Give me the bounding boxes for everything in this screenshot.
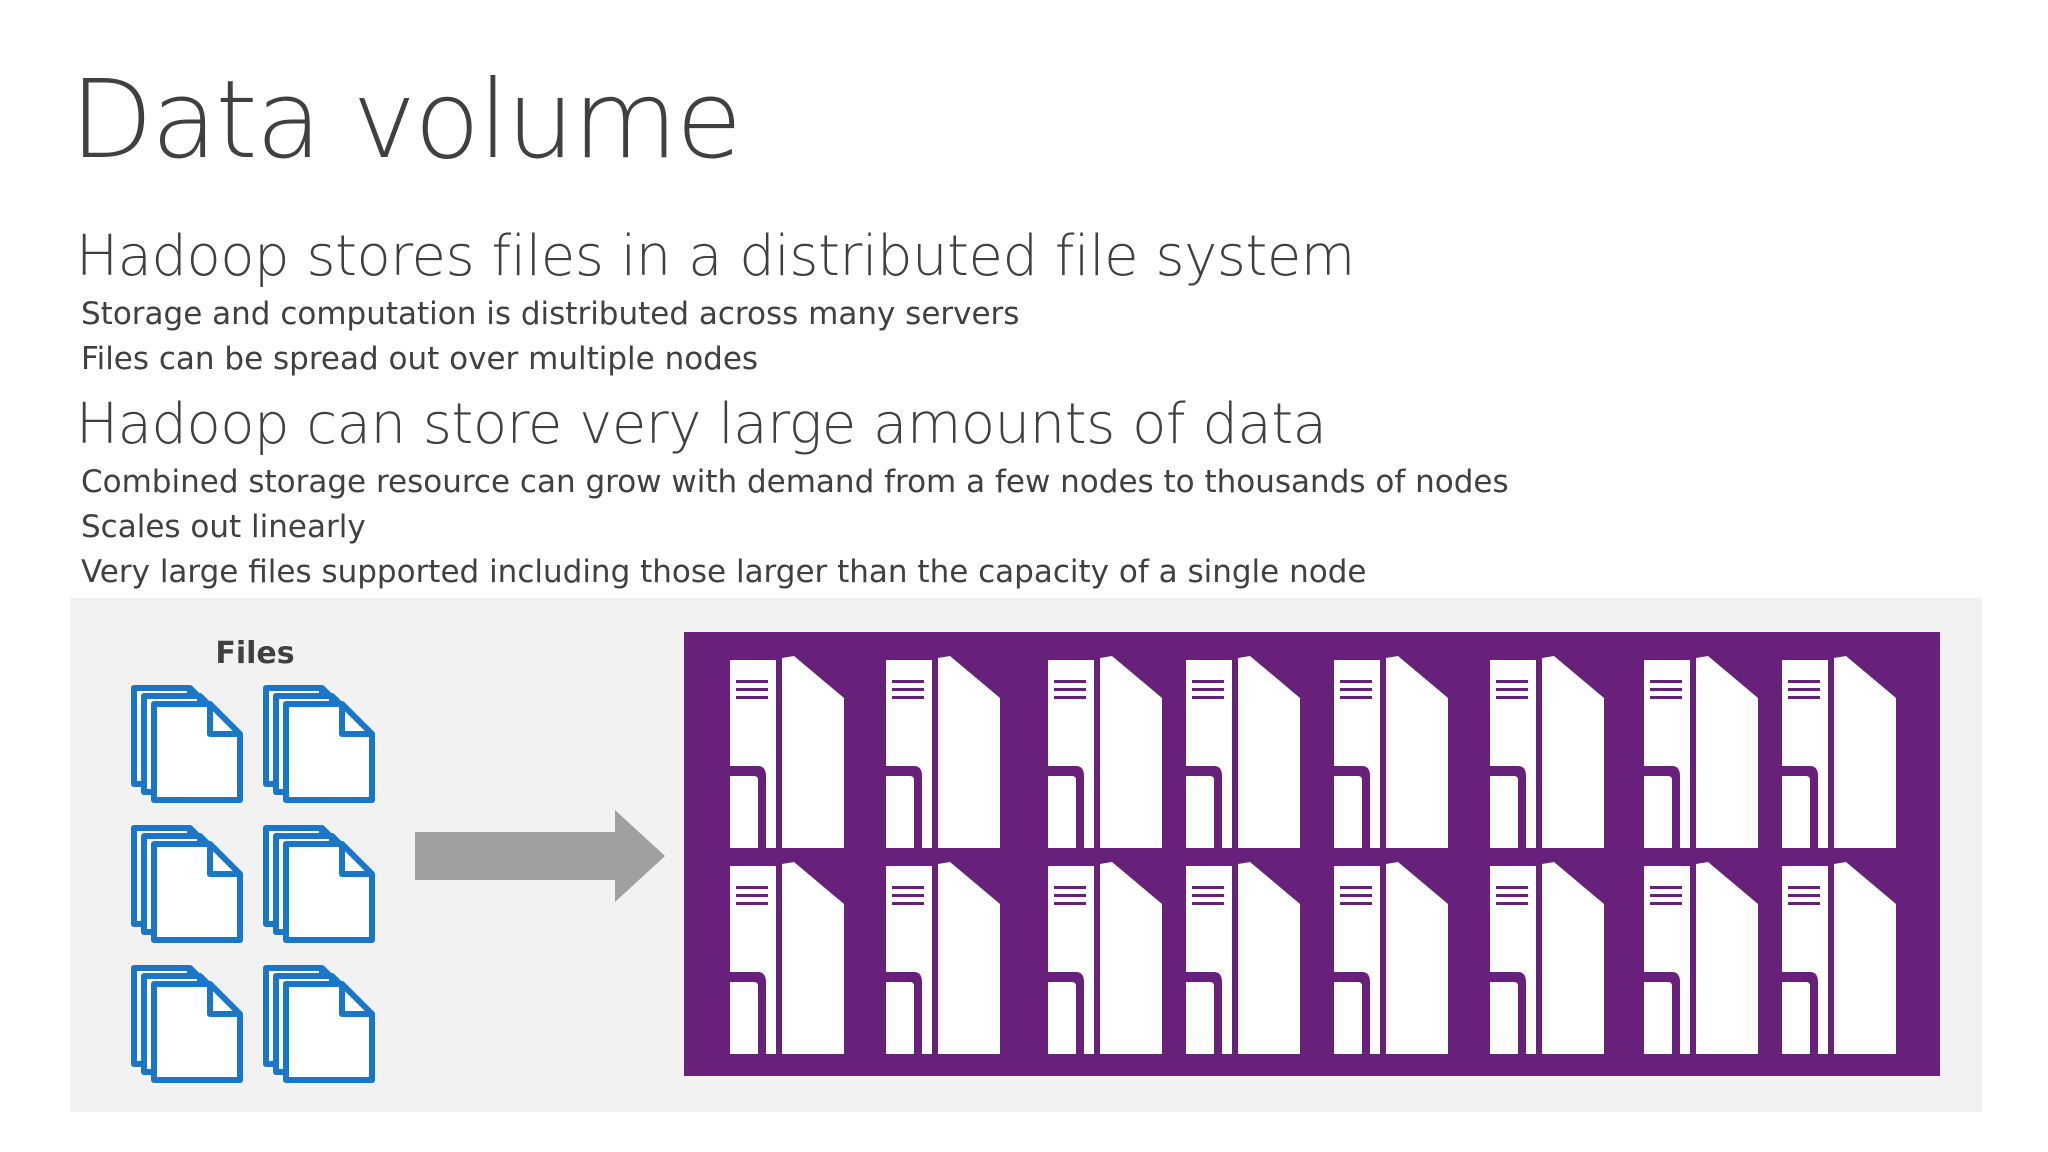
server-tower-icon: [1780, 654, 1898, 850]
server-tower-icon: [1780, 860, 1898, 1056]
bullet-list: Hadoop stores files in a distributed fil…: [76, 222, 1976, 595]
server-tower-icon: [884, 860, 1002, 1056]
document-stack-icon: [128, 964, 244, 1088]
document-stack-icon: [128, 684, 244, 808]
section-large-data: Hadoop can store very large amounts of d…: [76, 390, 1976, 595]
document-stack-icon: [128, 824, 244, 948]
server-tower-icon: [1642, 654, 1760, 850]
section-heading: Hadoop can store very large amounts of d…: [76, 392, 1327, 457]
server-tower-icon: [1046, 860, 1164, 1056]
sub-bullet: Very large files supported including tho…: [81, 554, 1367, 590]
server-tower-icon: [1642, 860, 1760, 1056]
server-tower-icon: [1184, 860, 1302, 1056]
server-tower-icon: [1332, 860, 1450, 1056]
right-arrow-icon: [415, 810, 665, 906]
document-stack-icon: [260, 964, 376, 1088]
server-tower-icon: [1046, 654, 1164, 850]
server-cluster-panel: [684, 632, 1940, 1076]
section-distributed-fs: Hadoop stores files in a distributed fil…: [76, 222, 1976, 382]
sub-bullet: Files can be spread out over multiple no…: [81, 341, 759, 377]
server-tower-icon: [1488, 860, 1606, 1056]
document-stack-icon: [260, 684, 376, 808]
document-stack-icon: [260, 824, 376, 948]
server-tower-icon: [728, 654, 846, 850]
server-tower-icon: [728, 860, 846, 1056]
files-label: Files: [215, 636, 295, 671]
sub-bullet: Storage and computation is distributed a…: [81, 296, 1020, 332]
section-heading: Hadoop stores files in a distributed fil…: [76, 224, 1355, 289]
server-tower-icon: [1332, 654, 1450, 850]
server-tower-icon: [1488, 654, 1606, 850]
sub-bullet: Combined storage resource can grow with …: [81, 464, 1509, 500]
distribution-diagram: Files: [70, 598, 1982, 1112]
slide-title: Data volume: [70, 58, 742, 183]
server-tower-icon: [1184, 654, 1302, 850]
sub-bullet: Scales out linearly: [81, 509, 366, 545]
server-tower-icon: [884, 654, 1002, 850]
